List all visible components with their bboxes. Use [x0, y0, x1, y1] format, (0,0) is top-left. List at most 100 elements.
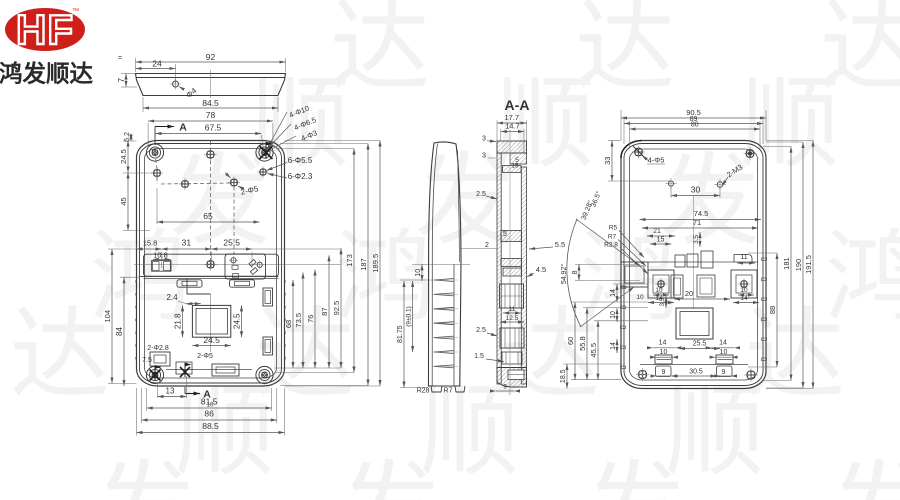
svg-text:达: 达 [330, 0, 430, 103]
svg-text:发: 发 [95, 453, 195, 500]
svg-text:4-Φ5: 4-Φ5 [648, 156, 665, 165]
svg-text:2: 2 [485, 242, 489, 249]
svg-text:3: 3 [482, 136, 486, 143]
svg-text:24.5: 24.5 [119, 149, 128, 164]
svg-text:10: 10 [636, 294, 644, 301]
svg-text:鸿发顺达: 鸿发顺达 [0, 60, 93, 87]
svg-text:发: 发 [585, 453, 685, 500]
svg-text:81.75: 81.75 [397, 325, 404, 343]
svg-text:92: 92 [206, 52, 216, 62]
svg-text:10: 10 [720, 349, 728, 356]
svg-text:HF: HF [16, 6, 74, 53]
svg-text:76: 76 [306, 315, 315, 323]
svg-text:13: 13 [166, 387, 175, 396]
svg-text:92.5: 92.5 [332, 301, 341, 316]
svg-text:14.7: 14.7 [505, 122, 520, 131]
svg-text:20: 20 [685, 289, 693, 298]
svg-text:68: 68 [284, 320, 293, 328]
svg-text:4.5: 4.5 [536, 265, 546, 274]
svg-text:12.5: 12.5 [506, 315, 519, 322]
svg-text:2.5: 2.5 [476, 191, 486, 198]
svg-text:14: 14 [740, 295, 748, 302]
svg-text:A: A [179, 122, 187, 134]
svg-text:2-Φ5: 2-Φ5 [197, 353, 213, 360]
svg-text:R2.8: R2.8 [604, 242, 618, 249]
svg-text:7: 7 [116, 78, 126, 83]
svg-text:10: 10 [610, 311, 617, 319]
svg-text:45: 45 [119, 197, 128, 205]
svg-text:鸿: 鸿 [90, 222, 190, 334]
svg-text:鸿: 鸿 [825, 222, 900, 334]
svg-text:189.5: 189.5 [371, 254, 380, 273]
svg-text:104: 104 [103, 310, 112, 323]
svg-text:187: 187 [359, 258, 368, 271]
svg-text:21.8: 21.8 [174, 313, 183, 329]
svg-text:1.5: 1.5 [474, 353, 484, 360]
svg-text:™: ™ [72, 8, 79, 15]
svg-text:5: 5 [515, 157, 519, 164]
svg-text:33: 33 [603, 157, 612, 165]
svg-text:173: 173 [345, 254, 354, 267]
svg-text:15.8: 15.8 [143, 239, 158, 248]
svg-text:67.5: 67.5 [205, 123, 222, 133]
svg-text:达: 达 [820, 0, 900, 103]
svg-text:14: 14 [719, 340, 727, 347]
svg-text:(9±0.1): (9±0.1) [406, 306, 413, 327]
svg-text:10: 10 [207, 403, 214, 409]
svg-text:71: 71 [693, 218, 701, 227]
svg-text:10: 10 [660, 349, 668, 356]
svg-text:190: 190 [794, 259, 803, 272]
svg-text:25.5: 25.5 [693, 341, 707, 348]
svg-text:84: 84 [115, 327, 124, 336]
svg-text:30.5: 30.5 [689, 369, 703, 376]
svg-text:86: 86 [204, 409, 214, 419]
svg-text:A-A: A-A [505, 97, 530, 113]
svg-text:2.4: 2.4 [166, 293, 178, 302]
svg-text:181: 181 [782, 257, 791, 270]
svg-text:A: A [203, 389, 211, 401]
svg-text:达: 达 [575, 0, 675, 103]
svg-text:88.5: 88.5 [202, 421, 219, 431]
svg-text:88: 88 [768, 306, 777, 314]
svg-text:54.92°: 54.92° [560, 264, 568, 285]
svg-text:14: 14 [610, 342, 617, 350]
svg-text:鸿: 鸿 [335, 222, 435, 334]
svg-text:87: 87 [320, 307, 329, 315]
svg-text:6-Φ5.5: 6-Φ5.5 [288, 156, 313, 165]
svg-text:25.5: 25.5 [223, 238, 240, 248]
svg-text:14: 14 [655, 295, 663, 302]
svg-text:74.5: 74.5 [694, 209, 709, 218]
svg-text:3: 3 [482, 153, 486, 160]
svg-text:5.5: 5.5 [555, 240, 565, 249]
svg-text:30: 30 [691, 185, 701, 195]
svg-text:2-Φ5: 2-Φ5 [240, 184, 260, 197]
svg-text:R28: R28 [417, 388, 430, 395]
svg-text:达: 达 [10, 299, 110, 411]
svg-text:89: 89 [690, 116, 698, 123]
svg-text:2-Φ2.8: 2-Φ2.8 [147, 345, 169, 352]
svg-text:=: = [118, 55, 122, 62]
svg-text:60: 60 [566, 337, 575, 345]
svg-text:10.8: 10.8 [153, 251, 168, 260]
svg-text:14: 14 [610, 289, 617, 297]
svg-text:鸿: 鸿 [580, 222, 680, 334]
svg-text:45.5: 45.5 [589, 343, 598, 358]
svg-text:55.8: 55.8 [578, 336, 587, 351]
svg-text:31: 31 [182, 238, 192, 248]
svg-text:顺: 顺 [665, 376, 765, 488]
svg-text:9: 9 [662, 369, 666, 376]
svg-text:3.5: 3.5 [659, 297, 666, 306]
svg-text:10: 10 [415, 269, 422, 277]
svg-text:顺: 顺 [175, 376, 275, 488]
svg-text:81.5: 81.5 [201, 397, 218, 407]
svg-text:9: 9 [503, 384, 507, 391]
svg-text:达: 达 [500, 299, 600, 411]
svg-text:24.5: 24.5 [233, 313, 242, 329]
svg-text:191.5: 191.5 [804, 255, 813, 274]
svg-text:17.7: 17.7 [504, 113, 519, 122]
svg-text:达: 达 [745, 299, 845, 411]
svg-text:73.5: 73.5 [294, 313, 303, 328]
svg-text:24.5: 24.5 [203, 335, 220, 345]
svg-text:14: 14 [659, 340, 667, 347]
svg-text:18.5: 18.5 [560, 369, 567, 383]
